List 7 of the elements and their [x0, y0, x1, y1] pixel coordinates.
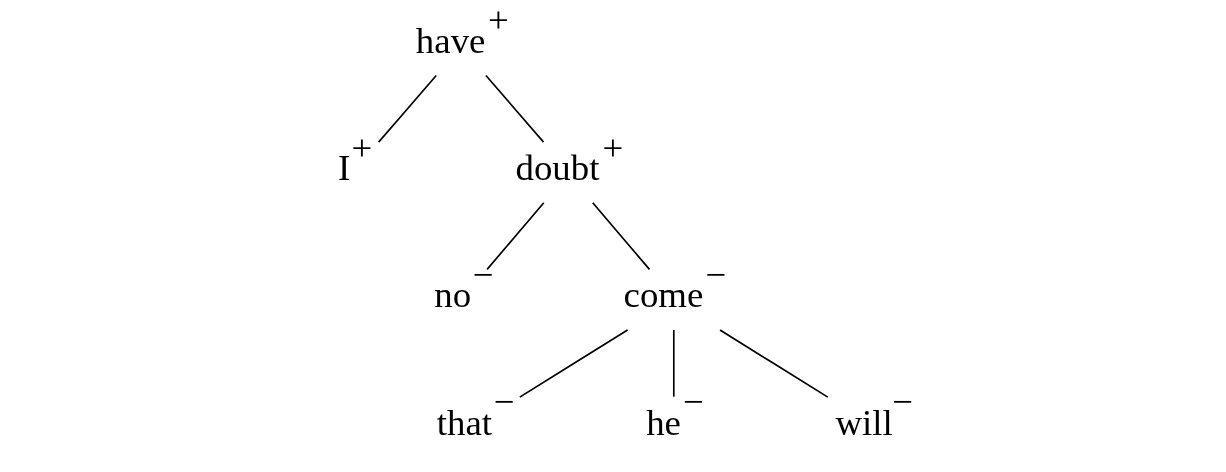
connector — [718, 329, 829, 398]
connector — [485, 201, 545, 271]
connector — [377, 74, 437, 143]
connector — [518, 329, 628, 398]
connector — [591, 201, 650, 271]
connector — [672, 329, 675, 398]
connector — [484, 74, 544, 143]
